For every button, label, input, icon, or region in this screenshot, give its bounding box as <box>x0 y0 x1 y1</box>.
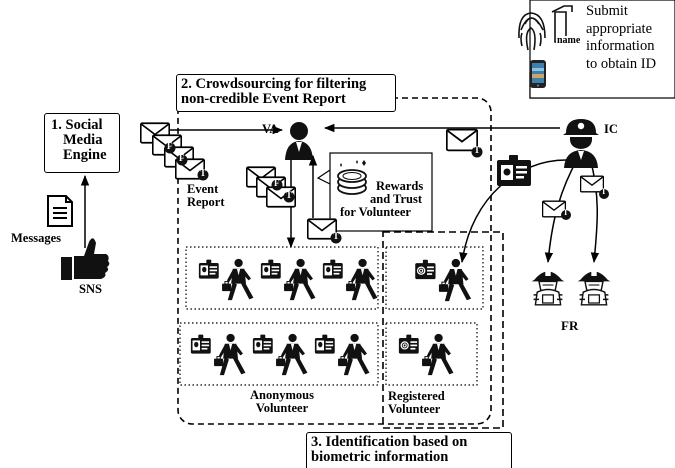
anonymous-group-bottom <box>179 322 379 386</box>
submit-info-callout <box>529 0 675 99</box>
anonymous-volunteer-icon <box>314 333 370 376</box>
registered-volunteer-line-1: Registered <box>388 389 445 403</box>
badge-f: F <box>274 178 280 188</box>
badge-t: T <box>474 145 481 155</box>
name-card-label: name <box>556 35 582 47</box>
crowdsourcing-title-line-2: non-credible Event Report <box>181 91 346 108</box>
registered-volunteer-icon <box>398 333 454 376</box>
registered-volunteer-icon <box>414 258 472 302</box>
ic-label: IC <box>604 122 618 136</box>
envelope-icon <box>446 128 478 152</box>
badge-t: T <box>200 168 207 178</box>
badge-t: T <box>286 190 293 200</box>
fr-label: FR <box>561 318 579 333</box>
va-label: VA <box>262 122 279 136</box>
va-person-icon <box>285 122 313 160</box>
fingerprint-icon <box>518 12 546 51</box>
anonymous-volunteer-line-1: Anonymous <box>250 388 314 402</box>
submit-info-line-3: information <box>586 38 655 55</box>
event-report-line-2: Report <box>187 195 225 210</box>
rewards-label: Rewards and Trust for Volunteer <box>340 179 424 219</box>
rewards-line-2: and Trust <box>370 192 422 207</box>
registered-volunteer-line-2: Volunteer <box>388 402 441 417</box>
identification-title-line-2: biometric information <box>311 449 449 466</box>
submit-info-line-2: appropriate <box>586 20 653 37</box>
police-officer-icon <box>563 119 599 168</box>
arrow-ic-to-fr-right <box>589 157 600 264</box>
identification-title-box: 3. Identification based on biometric inf… <box>306 432 512 468</box>
submit-info-text: Submit appropriate information to obtain… <box>586 3 656 74</box>
rewards-callout-tail <box>316 169 331 185</box>
anonymous-group-top <box>185 246 379 310</box>
registered-group-top <box>385 246 484 310</box>
badge-t: T <box>601 187 607 196</box>
badge-t: T <box>563 208 569 217</box>
badge-f: F <box>179 153 185 163</box>
anonymous-volunteer-icon <box>198 258 254 301</box>
badge-t: T <box>333 231 340 241</box>
anonymous-volunteer-label: Anonymous Volunteer <box>237 388 327 416</box>
document-icon <box>47 195 73 227</box>
crowdsourcing-title-box: 2. Crowdsourcing for filtering non-credi… <box>176 74 396 112</box>
coins-icon <box>337 160 367 195</box>
social-media-engine-line-1: 1. Social <box>51 117 103 133</box>
social-media-engine-box: 1. Social Media Engine <box>44 113 120 173</box>
identification-title-line-1: 3. Identification based on <box>311 434 468 450</box>
anonymous-volunteer-line-2: Volunteer <box>255 401 309 416</box>
smartphone-icon <box>530 60 546 88</box>
anonymous-volunteer-icon <box>322 258 378 301</box>
crowdsourcing-title-line-1: 2. Crowdsourcing for filtering <box>181 76 367 92</box>
registered-volunteer-label: Registered Volunteer <box>388 389 445 417</box>
anonymous-volunteer-icon <box>252 333 308 376</box>
submit-info-line-4: to obtain ID <box>586 56 657 73</box>
social-media-engine-line-2: Media <box>63 132 103 149</box>
anonymous-volunteer-icon <box>190 333 246 376</box>
rewards-callout <box>329 152 433 232</box>
sns-label: SNS <box>79 282 102 296</box>
registered-group-bottom <box>385 322 478 386</box>
firefighter-icon <box>577 268 611 306</box>
messages-label: Messages <box>11 231 61 245</box>
submit-info-line-1: Submit <box>586 3 628 19</box>
rewards-line-3: for Volunteer <box>340 205 411 220</box>
firefighter-icon <box>531 268 565 306</box>
event-report-label: Event Report <box>187 182 225 210</box>
rewards-line-1: Rewards <box>376 179 424 193</box>
id-card-icon <box>497 155 531 186</box>
anonymous-volunteer-icon <box>260 258 316 301</box>
identification-region <box>382 231 504 429</box>
event-report-line-1: Event <box>187 182 219 196</box>
social-media-engine-line-3: Engine <box>63 147 107 164</box>
envelope-icon <box>580 175 604 193</box>
badge-f: F <box>167 141 173 151</box>
thumbs-up-icon <box>61 238 110 280</box>
